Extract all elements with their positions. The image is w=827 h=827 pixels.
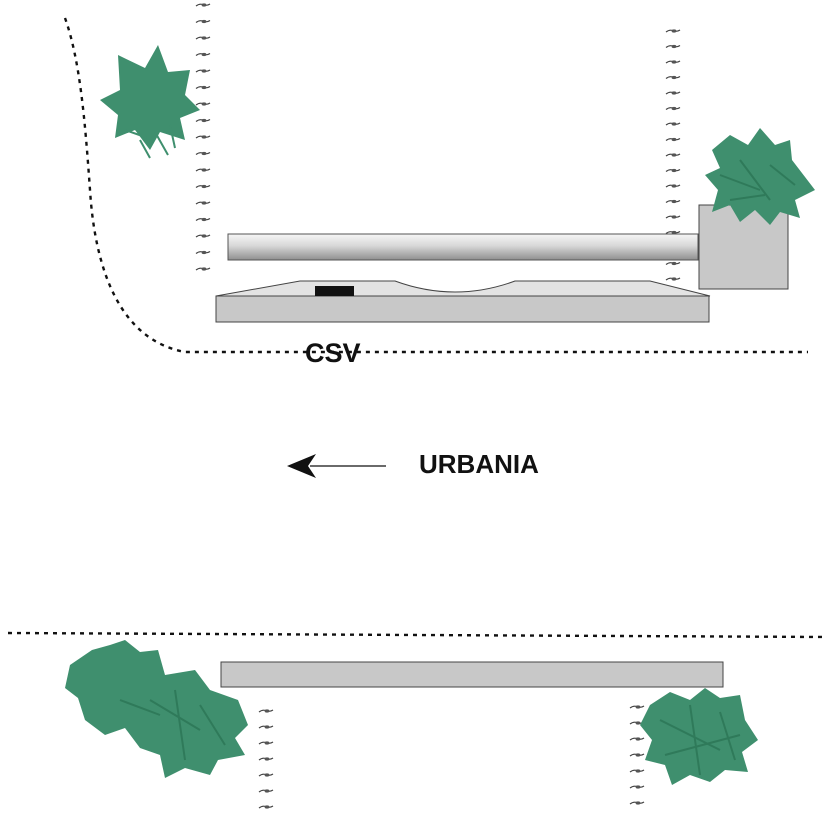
bollard [195, 19, 211, 24]
stop-name-label: CSV [305, 338, 361, 368]
bollard [629, 704, 645, 710]
bollard [665, 168, 681, 173]
road-kerb-bottom [7, 631, 827, 639]
bollard [629, 752, 645, 758]
bollard [665, 59, 681, 65]
bollard [195, 118, 211, 123]
tree-icon [100, 45, 200, 159]
bollard [665, 75, 681, 80]
bollard [195, 35, 211, 41]
direction-label: URBANIA [419, 449, 539, 479]
bollard [629, 800, 645, 806]
road-kerb-top [63, 17, 808, 354]
bollard [665, 276, 681, 282]
bollard [258, 708, 274, 714]
bollard [665, 44, 681, 49]
bollard [195, 101, 211, 107]
arrow-left-icon [287, 454, 386, 478]
tree-icon [65, 640, 248, 778]
bollard [195, 52, 211, 57]
bollard [258, 804, 274, 810]
bollard [665, 261, 681, 266]
bollard [665, 90, 681, 96]
bollard [629, 784, 645, 790]
platform-lower [220, 661, 724, 688]
bollard [195, 266, 211, 272]
bollard [629, 736, 645, 742]
bollard [195, 233, 211, 239]
bollard [195, 250, 211, 255]
bollard [258, 772, 274, 778]
bollard [195, 134, 211, 140]
bollard [665, 137, 681, 142]
shelter-roof [227, 233, 699, 261]
bollard [195, 68, 211, 74]
platform-upper [215, 280, 711, 323]
bollard [629, 768, 645, 774]
bollard [665, 199, 681, 204]
bollard [665, 106, 681, 111]
bollard [258, 756, 274, 762]
tree-icon [705, 128, 815, 225]
bollard [195, 167, 211, 173]
bollard [665, 214, 681, 220]
bollard [258, 788, 274, 794]
bollard [665, 152, 681, 158]
bollard [195, 200, 211, 206]
tree-icon [640, 688, 758, 785]
bollard [195, 217, 211, 222]
ticket-machine [315, 286, 354, 296]
bollard [195, 85, 211, 90]
bollard [665, 28, 681, 34]
bollard [195, 2, 211, 8]
bollard [258, 740, 274, 746]
bollard [665, 183, 681, 189]
bollard-icon [195, 2, 681, 810]
bollard [665, 121, 681, 127]
bollard [195, 151, 211, 156]
bollard [195, 184, 211, 189]
bollard [258, 724, 274, 730]
